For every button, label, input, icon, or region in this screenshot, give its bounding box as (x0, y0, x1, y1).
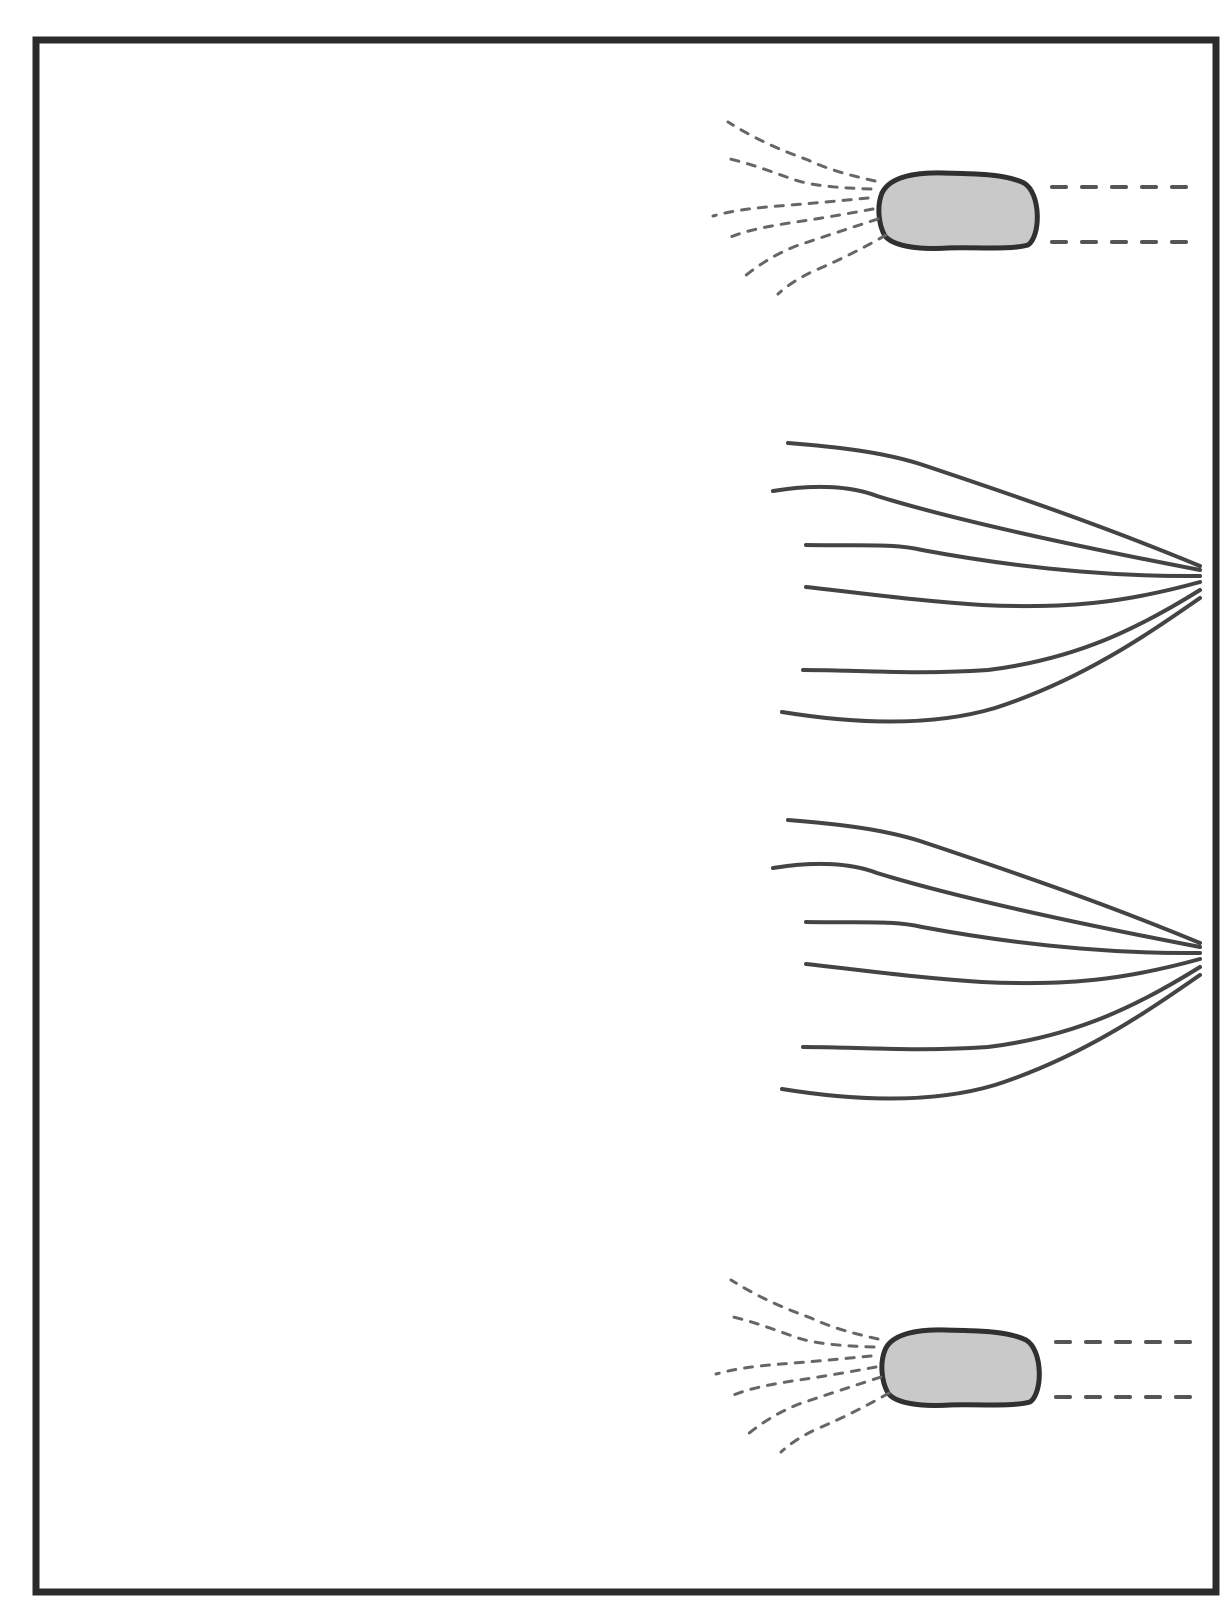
top-particle (879, 173, 1037, 249)
bottom-particle (882, 1330, 1039, 1406)
